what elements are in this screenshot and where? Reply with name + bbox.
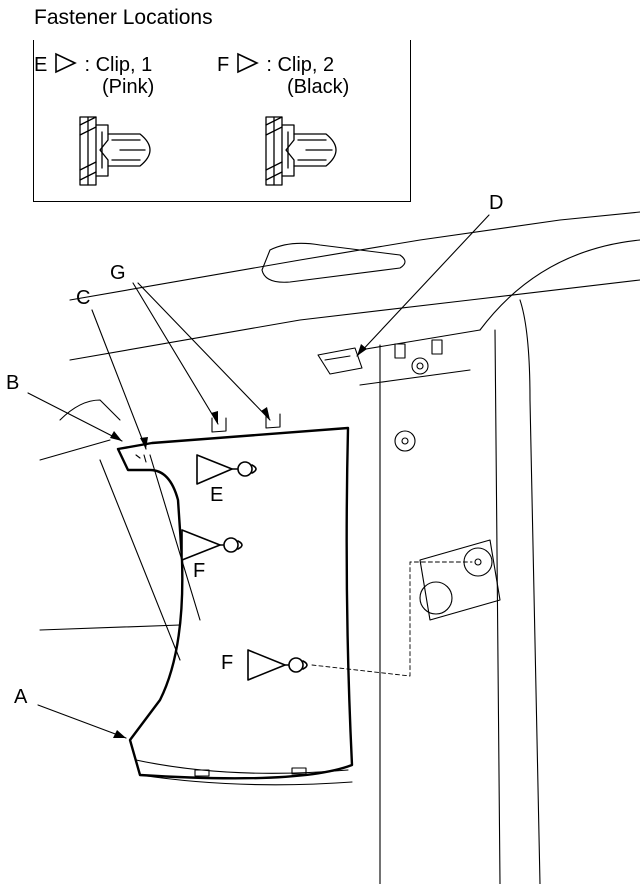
- legend-item-f-note: (Black): [287, 76, 350, 98]
- legend-item-e-label: : Clip, 1: [84, 54, 153, 76]
- callout-f-lower: F: [221, 652, 234, 674]
- leader-arrowheads: [110, 344, 367, 738]
- callout-c: C: [76, 287, 91, 309]
- clip-1-illustration: [79, 116, 151, 186]
- callout-f-upper: F: [193, 560, 206, 582]
- legend-title: Fastener Locations: [34, 6, 213, 29]
- callout-a: A: [14, 686, 28, 708]
- legend-item-f-letter: F: [217, 54, 230, 76]
- legend-item-f: F : Clip, 2: [217, 52, 334, 76]
- legend-box: [33, 40, 411, 202]
- callout-e: E: [210, 484, 224, 506]
- leader-lines: [27, 214, 490, 739]
- triangle-outline-icon: [236, 52, 259, 74]
- legend-item-e-letter: E: [34, 54, 48, 76]
- clip-2-illustration: [265, 116, 337, 186]
- alignment-guide: [311, 561, 473, 677]
- callout-g: G: [110, 262, 126, 284]
- pillar-trim-panel: [116, 426, 354, 780]
- callout-d: D: [489, 192, 504, 214]
- clip-marker-e: [196, 454, 257, 485]
- legend-item-e-note: (Pink): [102, 76, 155, 98]
- clip-marker-f-lower: [247, 649, 308, 681]
- triangle-outline-icon: [55, 52, 77, 74]
- callout-b: B: [6, 372, 20, 394]
- vehicle-body-outline: [39, 211, 640, 884]
- legend-item-e: E : Clip, 1: [34, 52, 152, 76]
- legend-item-f-label: : Clip, 2: [266, 54, 335, 76]
- clip-marker-f-upper: [181, 529, 243, 561]
